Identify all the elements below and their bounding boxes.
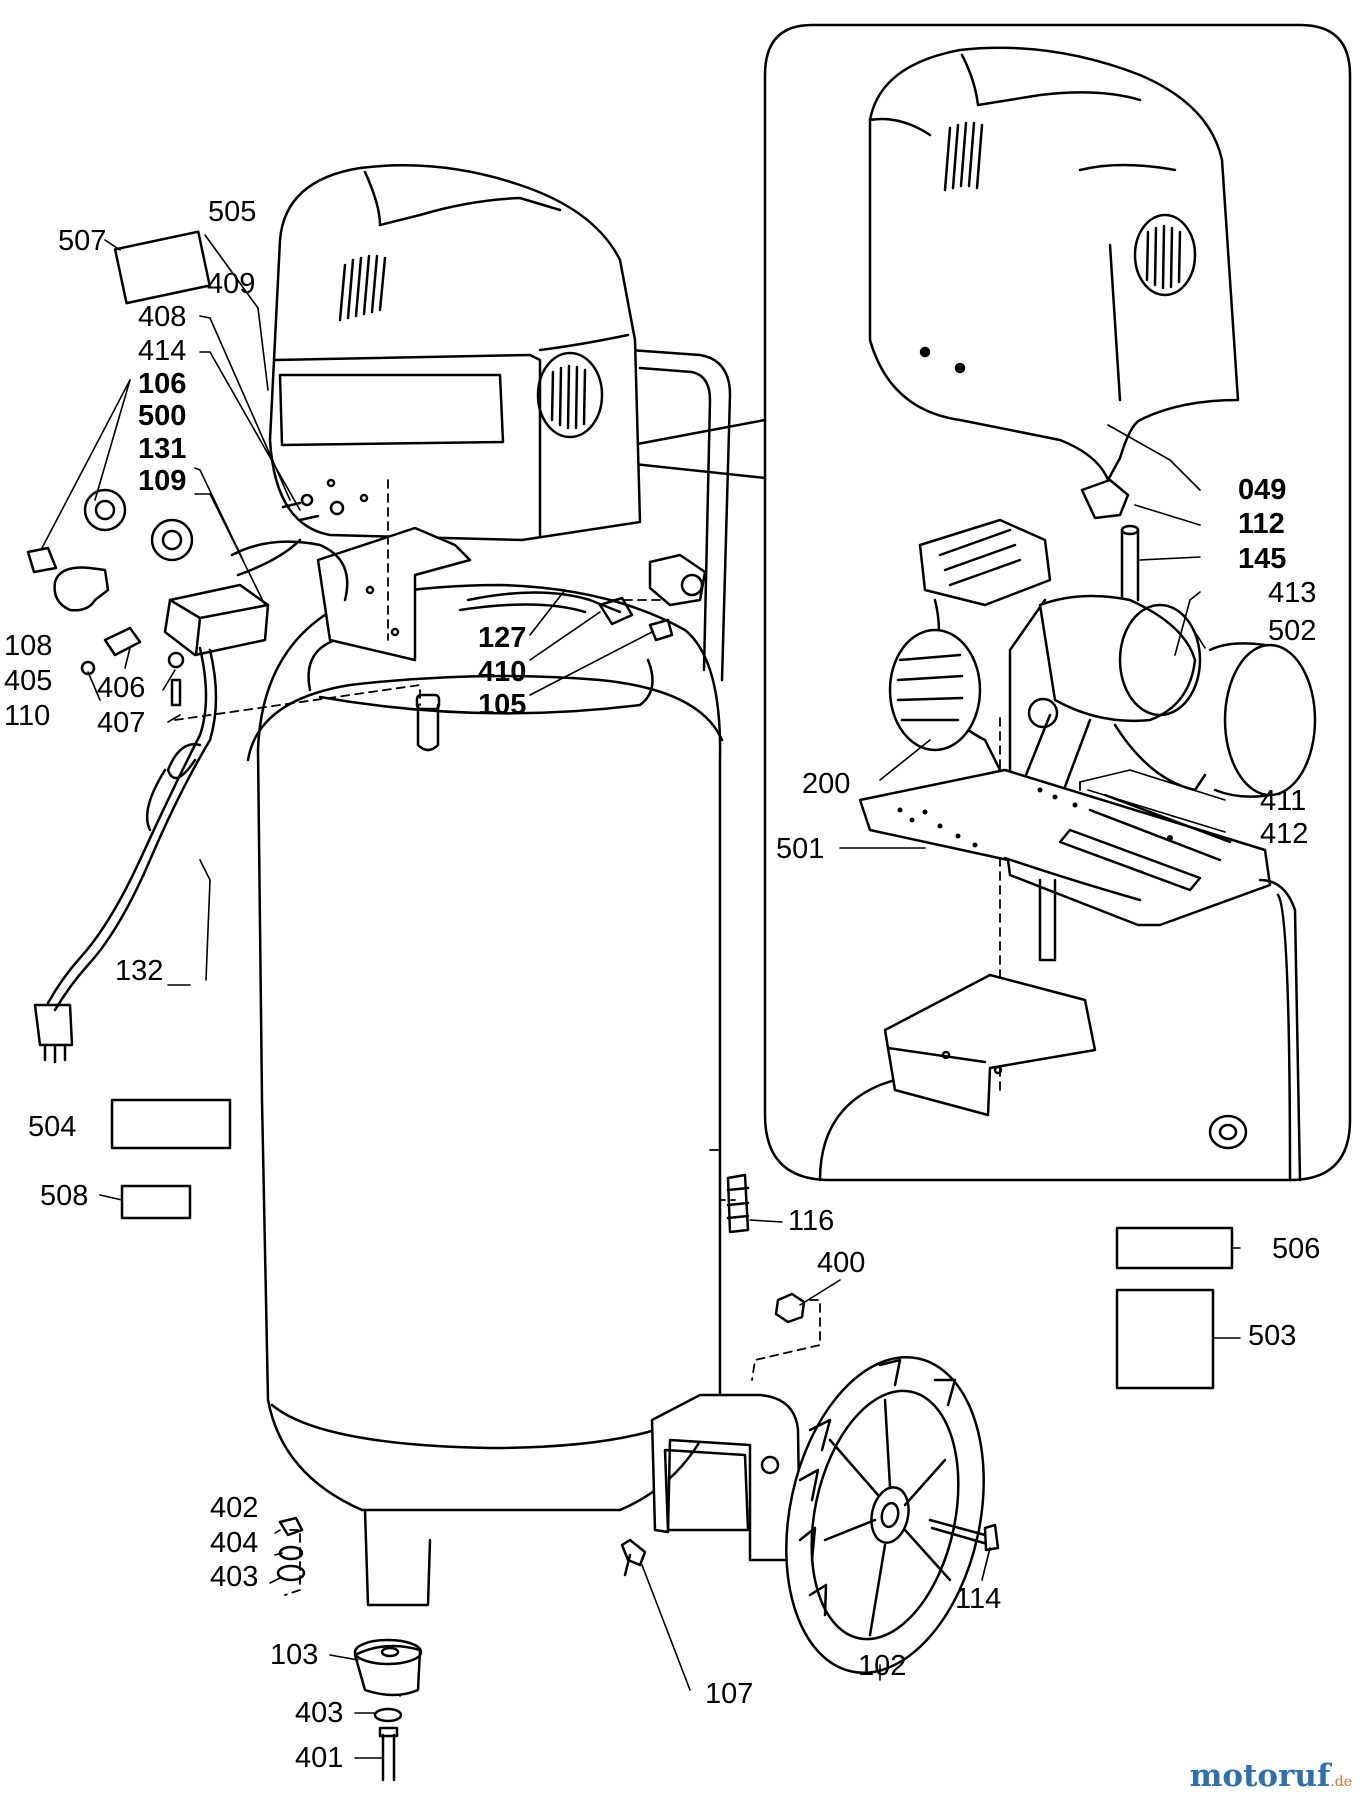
callout-108: 108 <box>4 630 52 662</box>
rubber-foot <box>353 1638 423 1697</box>
shroud-vent-top <box>338 254 387 322</box>
callout-116: 116 <box>788 1205 834 1237</box>
shroud-vent-side <box>536 351 604 439</box>
label-box-508 <box>120 1184 192 1220</box>
callout-145: 145 <box>1238 543 1286 575</box>
callout-404: 404 <box>210 1527 258 1559</box>
tank-fitting <box>726 1173 750 1234</box>
callout-401: 401 <box>295 1742 343 1774</box>
callout-503: 503 <box>1248 1320 1296 1352</box>
inset-elbow-tube <box>1080 478 1140 602</box>
inset-shroud <box>868 46 1240 482</box>
callout-103: 103 <box>270 1639 318 1671</box>
callout-107: 107 <box>705 1678 753 1710</box>
callout-507: 507 <box>58 225 106 257</box>
callout-505: 505 <box>208 196 256 228</box>
safety-valve <box>103 626 142 657</box>
callout-106: 106 <box>138 368 186 400</box>
air-tank <box>246 583 724 1512</box>
main-shroud <box>268 164 642 542</box>
callout-109: 109 <box>138 465 186 497</box>
callout-403a: 403 <box>210 1561 258 1593</box>
regulator-knob <box>53 566 110 612</box>
wheel <box>785 1356 985 1674</box>
pressure-switch-assembly <box>26 488 707 676</box>
quick-coupler <box>26 546 58 574</box>
shroud-fasteners <box>167 478 369 707</box>
gauge-left <box>83 488 127 532</box>
callout-407: 407 <box>97 707 145 739</box>
callout-412: 412 <box>1260 818 1308 850</box>
plug <box>33 1003 74 1047</box>
callout-506: 506 <box>1272 1233 1320 1265</box>
callout-502: 502 <box>1268 615 1316 647</box>
callout-411: 411 <box>1260 785 1306 817</box>
label-box-503 <box>1115 1288 1215 1390</box>
callout-501: 501 <box>776 833 824 865</box>
drain-valve <box>620 1538 647 1577</box>
callout-508: 508 <box>40 1180 88 1212</box>
inset-base-plate <box>858 768 1272 927</box>
callout-403b: 403 <box>295 1697 343 1729</box>
wheel-bracket <box>650 1393 802 1562</box>
callout-504: 504 <box>28 1111 76 1143</box>
callout-114: 114 <box>955 1583 1001 1615</box>
callout-105: 105 <box>478 689 526 721</box>
watermark-logo: motoruf.de <box>1190 1758 1352 1794</box>
callout-127: 127 <box>478 622 526 654</box>
callout-406: 406 <box>97 672 145 704</box>
callout-102: 102 <box>858 1650 906 1682</box>
tank-foot-leg <box>363 1508 432 1607</box>
callout-110: 110 <box>4 700 50 732</box>
callout-409: 409 <box>207 268 255 300</box>
watermark-name: motoruf <box>1189 1758 1331 1794</box>
callout-labels: 507 505 409 408 414 106 500 131 109 108 … <box>4 196 1320 1774</box>
callout-112: 112 <box>1238 508 1285 540</box>
label-box-504 <box>110 1098 232 1150</box>
label-box-506 <box>1115 1226 1234 1270</box>
hex-nut <box>774 1292 806 1324</box>
check-valve <box>648 553 707 607</box>
handle-tube <box>628 348 732 682</box>
callout-131: 131 <box>138 433 186 465</box>
inset-tank-top <box>818 878 1302 1182</box>
callout-132: 132 <box>115 955 163 987</box>
gauge-right <box>150 518 194 562</box>
foot-bolt <box>373 1707 403 1782</box>
callout-500: 500 <box>138 400 186 432</box>
callout-400: 400 <box>817 1247 865 1279</box>
label-box-507 <box>113 230 211 305</box>
inset-pump-motor <box>888 518 1317 802</box>
callout-200: 200 <box>802 768 850 800</box>
axle-bolt <box>928 1518 1000 1552</box>
manifold-bracket <box>316 526 472 662</box>
watermark-suffix: .de <box>1330 1774 1352 1790</box>
callout-410: 410 <box>478 656 526 688</box>
callout-049: 049 <box>1238 474 1286 506</box>
callout-414: 414 <box>138 335 186 367</box>
power-cord <box>33 646 218 1064</box>
callout-413: 413 <box>1268 577 1316 609</box>
leader-lines <box>41 234 1241 1759</box>
callout-408: 408 <box>138 301 186 333</box>
callout-402: 402 <box>210 1492 258 1524</box>
callout-405: 405 <box>4 665 52 697</box>
